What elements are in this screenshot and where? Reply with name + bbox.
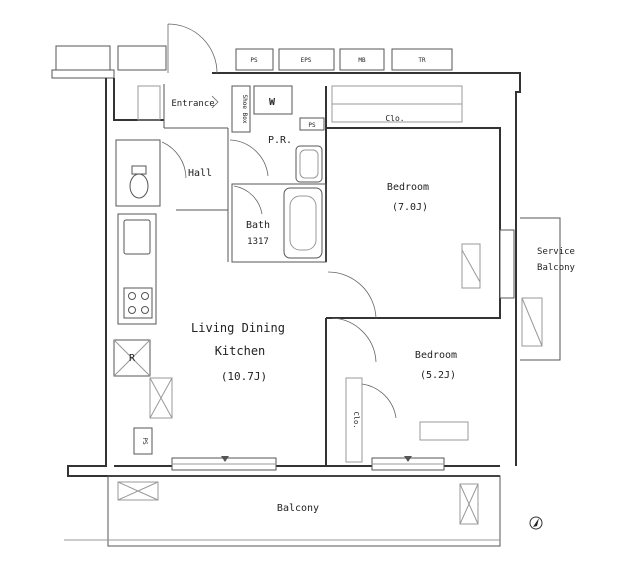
bath-door-swing	[233, 185, 263, 215]
burner-icon	[141, 306, 149, 314]
shaft-mb-box	[339, 48, 385, 71]
window-marker-icon	[404, 456, 412, 462]
kitchen-counter: R PS	[113, 213, 173, 455]
balcony-outline	[107, 475, 501, 547]
balcony-unit-right	[459, 483, 479, 525]
shaft-ps-label: PS	[250, 57, 258, 64]
bedroom2-door-swing	[331, 317, 377, 363]
service-balcony-label-1: Service	[537, 247, 575, 257]
corridor-ledge	[51, 69, 115, 79]
top-structure	[117, 45, 167, 71]
burner-icon	[141, 292, 149, 300]
toilet-door-swing	[161, 141, 187, 179]
bedroom1-label: Bedroom	[387, 182, 429, 193]
ac-unit	[461, 243, 481, 289]
bath-label: Bath	[246, 220, 270, 231]
living-dining-kitchen: Living Dining Kitchen (10.7J)	[171, 321, 285, 471]
closet-side	[345, 377, 363, 463]
bedroom-large: Clo. Bedroom (7.0J)	[326, 85, 515, 319]
washer-label: W	[269, 97, 276, 108]
entrance-area: Entrance Shoe Box	[137, 23, 251, 133]
window-marker-icon	[221, 456, 229, 462]
fridge-label: R	[129, 353, 136, 364]
entrance-label: Entrance	[171, 99, 214, 109]
powder-room: W PS P.R.	[227, 85, 327, 262]
bedroom1-door-swing	[327, 271, 377, 319]
north-arrow-icon	[529, 516, 543, 530]
ps-small-box	[299, 117, 325, 131]
balcony-label: Balcony	[277, 503, 319, 514]
hall-label: Hall	[188, 168, 212, 179]
shaft-eps-label: EPS	[301, 57, 312, 64]
ps-small-label: PS	[308, 122, 316, 129]
bathroom: Bath 1317	[231, 183, 327, 263]
burner-icon	[128, 292, 136, 300]
top-left-structure	[55, 45, 111, 71]
ac-unit	[419, 421, 469, 441]
shaft-mb-label: MB	[358, 57, 366, 64]
ps-bottom-label: PS	[141, 437, 148, 445]
bedroom1-window	[499, 229, 515, 299]
toilet-tank	[131, 165, 147, 175]
closet-side-label: Clo.	[352, 412, 360, 429]
ldk-size-label: (10.7J)	[221, 370, 267, 383]
ldk-label-line1: Living Dining	[191, 321, 285, 335]
shaft-tr-label: TR	[418, 57, 426, 64]
bath-walls	[231, 183, 327, 263]
ps-bottom-box	[133, 427, 153, 455]
powder-room-label: P.R.	[268, 135, 292, 146]
closet-top-label: Clo.	[385, 114, 404, 123]
pr-door-swing	[229, 139, 269, 177]
front-door-swing	[167, 23, 218, 74]
closet-door-swing	[361, 383, 397, 419]
counter	[117, 213, 157, 325]
service-balcony-label-2: Balcony	[537, 263, 576, 273]
balcony-unit-left	[117, 481, 159, 501]
shaft-eps-box	[278, 48, 335, 71]
toilet-bowl	[129, 173, 149, 199]
cooktop	[123, 287, 153, 319]
sb-outdoor-unit	[521, 297, 543, 347]
entrance-step	[137, 85, 161, 121]
shaft-tr-box	[391, 48, 453, 71]
bedroom2-label: Bedroom	[415, 350, 457, 361]
cupboard	[149, 377, 173, 419]
bathtub	[283, 187, 323, 259]
service-balcony: Service Balcony	[520, 217, 576, 361]
ldk-label-line2: Kitchen	[215, 344, 266, 358]
shoe-box	[231, 85, 251, 133]
sink	[123, 219, 151, 255]
shaft-ps-box	[235, 48, 274, 71]
washer-space	[253, 85, 293, 115]
toilet-hall: Hall	[115, 139, 228, 211]
top-right-wall	[212, 72, 521, 466]
bedroom-small: Clo. Bedroom (5.2J)	[325, 317, 469, 471]
washbasin	[295, 145, 323, 183]
balcony: Balcony	[64, 475, 501, 547]
bedroom2-size-label: (5.2J)	[420, 370, 456, 381]
bath-code-label: 1317	[247, 237, 269, 247]
toilet-room	[115, 139, 161, 207]
shaft-row: PS EPS MB TR	[235, 48, 453, 71]
bedroom1-size-label: (7.0J)	[392, 202, 428, 213]
entrance-wall	[113, 78, 164, 121]
shoebox-label: Shoe Box	[241, 95, 248, 124]
burner-icon	[128, 306, 136, 314]
